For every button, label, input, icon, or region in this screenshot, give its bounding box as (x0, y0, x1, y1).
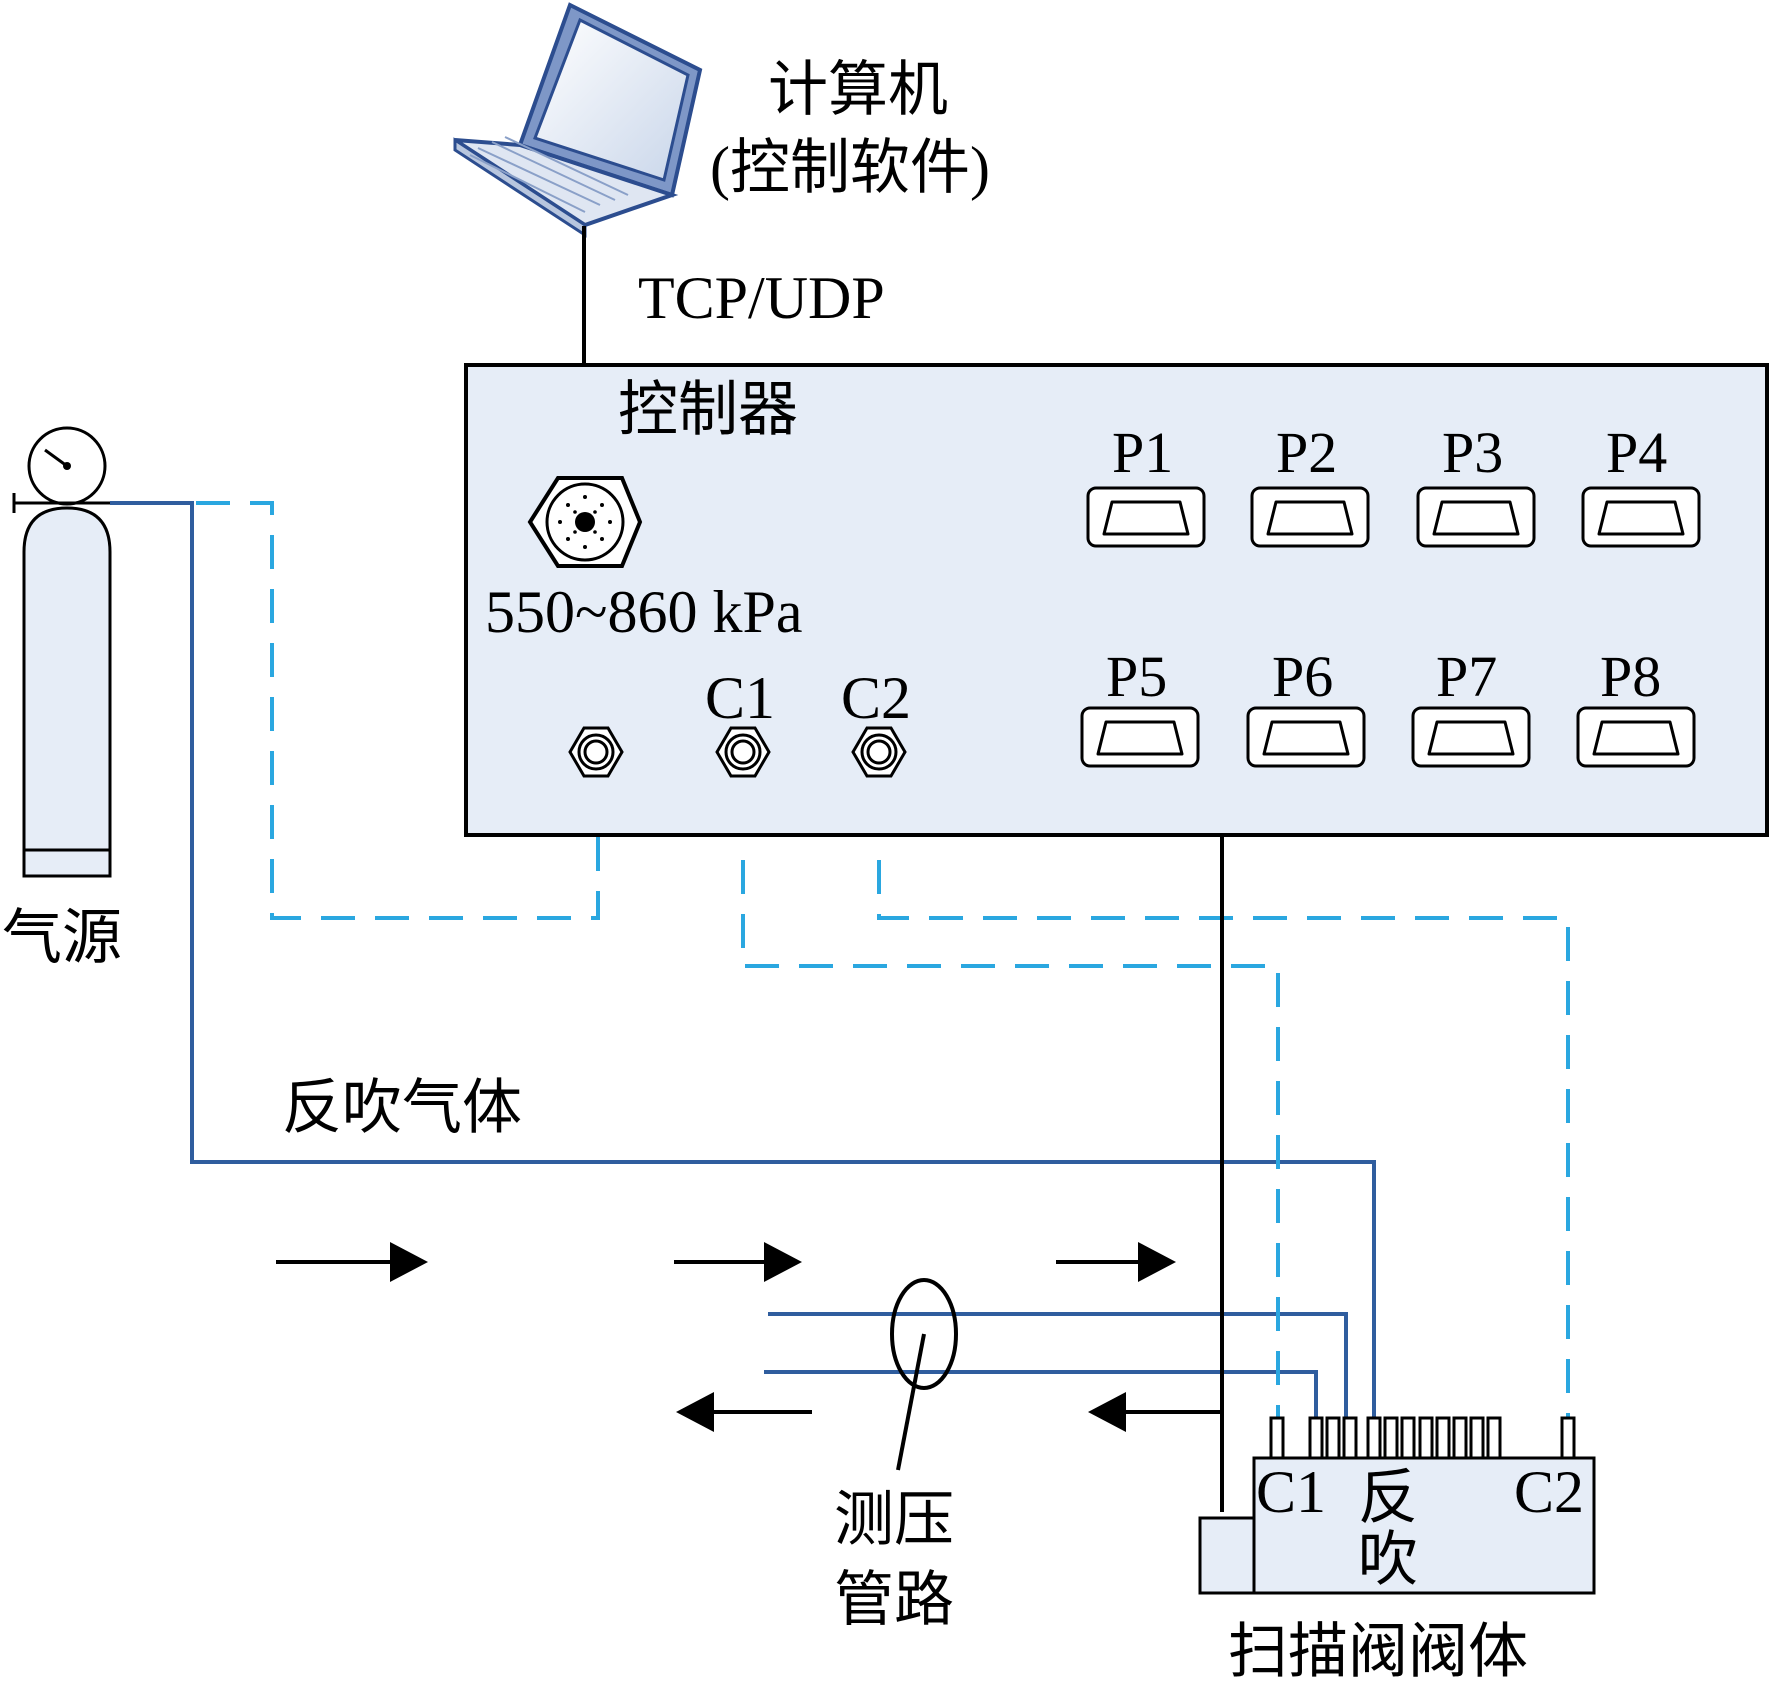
controller-title: 控制器 (618, 377, 798, 443)
scanner-purge-label-line2: 吹 (1358, 1527, 1418, 1593)
gas-cylinder-icon (12, 426, 112, 878)
port-p3-label: P3 (1442, 420, 1503, 485)
port-p1 (1086, 486, 1206, 548)
port-p7 (1411, 706, 1531, 768)
c1-fitting-label: C1 (705, 665, 775, 731)
port-p7-label: P7 (1436, 644, 1497, 709)
port-p2 (1250, 486, 1370, 548)
port-p8 (1576, 706, 1696, 768)
gas-supply-dashed-line (196, 501, 600, 920)
supply-outlet-fitting-icon (568, 726, 624, 778)
scanner-purge-label-line1: 反 (1358, 1465, 1418, 1531)
supply-inlet-icon (527, 476, 643, 568)
port-p3 (1416, 486, 1536, 548)
scanner-valve-body (1198, 1416, 1596, 1595)
scanner-c1-label: C1 (1256, 1459, 1326, 1525)
flow-arrow-right-3 (1056, 1242, 1176, 1282)
c1-control-dashed-line (741, 860, 1280, 1418)
pressure-tube-upper (768, 1312, 1348, 1418)
port-p1-label: P1 (1112, 420, 1173, 485)
c2-fitting-icon (851, 726, 907, 778)
gas-source-label: 气源 (2, 905, 122, 971)
port-p8-label: P8 (1600, 644, 1661, 709)
port-p6-label: P6 (1272, 644, 1333, 709)
port-p5-label: P5 (1106, 644, 1167, 709)
pressure-tube-bundle-marker (890, 1278, 958, 1390)
purge-gas-tube (110, 501, 1376, 1418)
c2-fitting-label: C2 (841, 665, 911, 731)
flow-arrow-left-1 (676, 1392, 812, 1432)
pressure-tubes-label-line1: 测压 (834, 1487, 954, 1553)
port-p4-label: P4 (1606, 420, 1667, 485)
flow-arrow-right-2 (674, 1242, 802, 1282)
port-p5 (1080, 706, 1200, 768)
c1-fitting-icon (715, 726, 771, 778)
laptop-icon (453, 2, 703, 238)
flow-arrow-right-1 (276, 1242, 428, 1282)
scanner-valve-label: 扫描阀阀体 (1228, 1619, 1528, 1685)
scanner-c2-label: C2 (1514, 1459, 1584, 1525)
pressure-tubes-label-line2: 管路 (834, 1567, 954, 1633)
supply-pressure-range: 550~860 kPa (485, 579, 802, 645)
computer-title: 计算机 (768, 57, 948, 123)
link-protocol-label: TCP/UDP (638, 265, 885, 331)
pressure-tube-lower (764, 1370, 1318, 1418)
port-p2-label: P2 (1276, 420, 1337, 485)
computer-subtitle: (控制软件) (710, 135, 990, 201)
pressure-tube-leader (896, 1333, 926, 1471)
purge-gas-label: 反吹气体 (282, 1075, 522, 1141)
port-p4 (1581, 486, 1701, 548)
port-p6 (1246, 706, 1366, 768)
flow-arrow-left-2 (1088, 1392, 1222, 1432)
